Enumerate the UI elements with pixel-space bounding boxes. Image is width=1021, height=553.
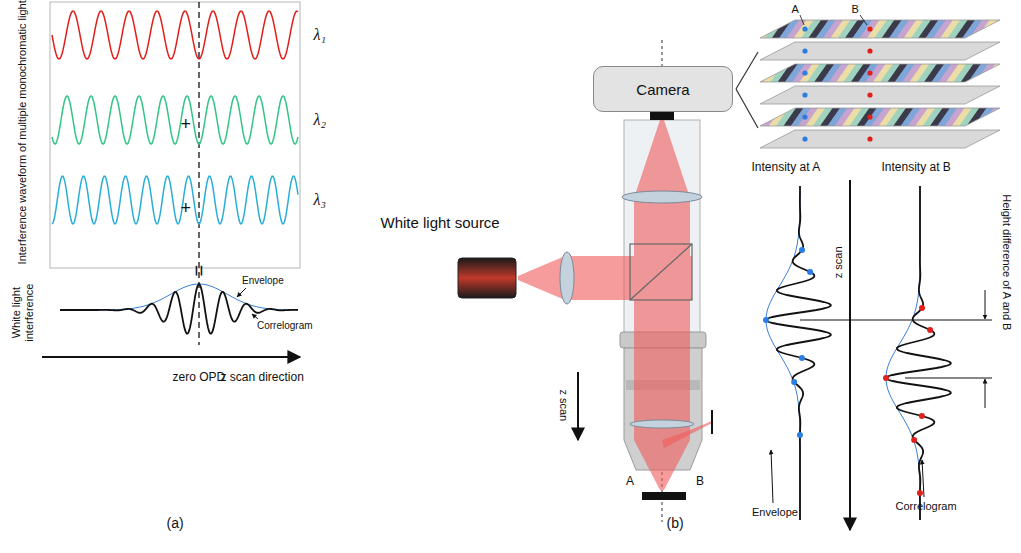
panel-label: (a) xyxy=(167,515,184,531)
scan-axis xyxy=(42,356,300,358)
correlogram-curve xyxy=(766,186,831,520)
axis-label: z scan xyxy=(832,246,845,278)
monochromatic-wave xyxy=(52,96,298,144)
pixel-dot xyxy=(802,70,807,75)
sample-dot xyxy=(883,375,889,381)
dimension-arrow xyxy=(985,379,986,408)
point-label: A xyxy=(792,3,799,16)
axis-title: White light interference xyxy=(10,276,35,348)
leader-line xyxy=(771,450,773,503)
sample-dot xyxy=(807,269,813,275)
camera-sensor xyxy=(650,112,674,120)
leader-line xyxy=(860,15,867,25)
point-label: B xyxy=(696,475,704,489)
bracket xyxy=(736,89,758,128)
pixel-dot xyxy=(802,48,807,53)
sample-dot xyxy=(917,490,923,496)
collimating-lens xyxy=(560,252,574,304)
camera-box: Camera xyxy=(593,66,733,112)
pixel-dot xyxy=(867,114,872,119)
pixel-dot xyxy=(802,114,807,119)
scan-arrow xyxy=(577,372,579,440)
reference-line xyxy=(905,378,992,379)
bracket xyxy=(736,52,758,89)
curve-label: Envelope xyxy=(242,275,284,287)
sample-dot xyxy=(797,432,803,438)
pixel-dot xyxy=(867,26,872,31)
operator-symbol: = xyxy=(187,264,210,276)
sample-dot xyxy=(763,317,769,323)
point-label: A xyxy=(626,475,634,489)
sample xyxy=(642,492,686,500)
plot-title: Intensity at A xyxy=(752,161,821,175)
monochromatic-wave xyxy=(52,11,298,59)
plot-frame xyxy=(50,2,300,268)
sample-dot xyxy=(927,327,933,333)
sample-dot xyxy=(791,379,797,385)
component-label: White light source xyxy=(381,214,500,231)
sample-dot xyxy=(919,413,925,419)
axis-label: z scan xyxy=(558,389,571,421)
sample-dot xyxy=(911,437,917,443)
curve-label: Envelope xyxy=(752,506,798,519)
correlogram-curve xyxy=(886,186,951,520)
image-frame xyxy=(760,42,1000,60)
wavelength-label: λ₂ xyxy=(314,111,327,129)
axis-label: zero OPD xyxy=(173,371,226,385)
image-frame xyxy=(760,130,1000,148)
pixel-dot xyxy=(802,26,807,31)
axis-label: z scan direction xyxy=(221,371,304,385)
leader-line xyxy=(252,314,258,319)
sample-dot xyxy=(919,305,925,311)
light-source xyxy=(458,258,516,298)
operator-symbol: + xyxy=(181,114,192,135)
leader-line xyxy=(237,288,246,297)
reference-mirror xyxy=(711,410,713,434)
beam-splitter xyxy=(630,244,692,300)
wavelength-label: λ₁ xyxy=(314,26,327,44)
curve-label: Correlogram xyxy=(896,500,957,513)
axis-title: Interference waveform of multiple monoch… xyxy=(16,0,29,264)
pixel-dot xyxy=(802,92,807,97)
image-frame xyxy=(760,20,1000,38)
sample-dot xyxy=(799,355,805,361)
wavelength-label: λ₃ xyxy=(314,191,327,209)
pixel-dot xyxy=(802,136,807,141)
reference-line xyxy=(800,320,992,321)
pixel-dot xyxy=(867,92,872,97)
operator-symbol: + xyxy=(181,198,192,219)
pixel-dot xyxy=(867,70,872,75)
beam-splitter xyxy=(630,244,692,300)
pixel-dot xyxy=(867,136,872,141)
sample-dot xyxy=(799,247,805,253)
dimension-label: Height difference of A and B xyxy=(1001,194,1014,330)
envelope-curve xyxy=(886,186,920,520)
point-label: B xyxy=(852,3,859,16)
pixel-dot xyxy=(867,48,872,53)
leader-line xyxy=(800,15,804,25)
light-beam xyxy=(518,120,712,490)
panel-label: (b) xyxy=(667,515,684,531)
plot-title: Intensity at B xyxy=(882,161,951,175)
image-frame xyxy=(760,86,1000,104)
scan-axis xyxy=(849,180,851,530)
image-frame xyxy=(760,108,1000,126)
image-frame xyxy=(760,64,1000,82)
monochromatic-wave xyxy=(52,176,298,224)
zero-opd-line xyxy=(198,2,199,345)
objective-lens xyxy=(630,420,694,428)
dimension-arrow xyxy=(985,290,986,319)
tube-lens xyxy=(622,191,702,203)
node-label: Camera xyxy=(636,81,689,98)
curve-label: Correlogram xyxy=(257,320,313,332)
